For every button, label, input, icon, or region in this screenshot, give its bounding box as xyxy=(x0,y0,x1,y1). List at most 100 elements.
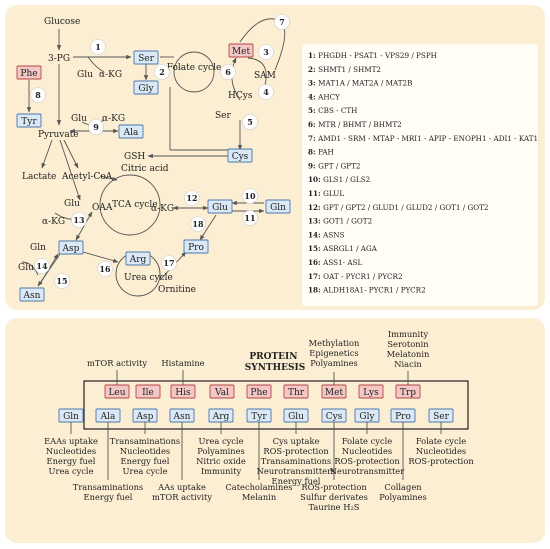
nonessential-cys: Cys xyxy=(321,408,347,423)
nonessential-tyr: Tyr xyxy=(246,408,272,423)
nonessential-arg: Arg xyxy=(208,408,234,423)
folate-cycle-label: Folate cycle xyxy=(167,63,222,73)
svg-text:Pro: Pro xyxy=(395,412,411,422)
glu-label-1: Glu xyxy=(77,70,93,80)
enzyme-legend-item: 11: GLUL xyxy=(308,189,344,198)
box-ala: Ala xyxy=(118,124,144,139)
svg-text:Ser: Ser xyxy=(433,412,449,422)
enzyme-legend-item: 17: OAT - PYCR1 / PYCR2 xyxy=(308,272,403,281)
title-line-2: SYNTHESIS xyxy=(245,363,305,373)
title-line-1: PROTEIN xyxy=(249,352,297,362)
urea-cycle-label: Urea cycle xyxy=(124,273,173,283)
ser-text-label: Ser xyxy=(215,111,231,121)
box-asn: Asn xyxy=(19,287,45,302)
svg-text:Ala: Ala xyxy=(100,412,116,422)
essential-his: His xyxy=(170,384,196,399)
enzyme-legend-item: 15: ASRGL1 / AGA xyxy=(308,244,378,253)
akg-tca-label: α-KG xyxy=(151,204,174,214)
svg-text:6: 6 xyxy=(225,67,231,77)
box-pro: Pro xyxy=(183,239,209,254)
svg-text:17: 17 xyxy=(163,258,174,268)
essential-thr: Thr xyxy=(283,384,309,399)
svg-text:10: 10 xyxy=(244,191,256,201)
citric-acid-label: Citric acid xyxy=(121,164,169,174)
glu-label-3: Glu xyxy=(64,199,80,209)
svg-text:His: His xyxy=(175,388,191,398)
enzyme-legend-item: 8: PAH xyxy=(308,148,334,157)
enzyme-marker-7: 7 xyxy=(274,14,290,30)
enzyme-marker-17: 17 xyxy=(161,255,177,271)
protein-synthesis-title: PROTEIN SYNTHESIS xyxy=(245,352,305,373)
nonessential-pro: Pro xyxy=(390,408,416,423)
svg-text:Lys: Lys xyxy=(363,388,379,398)
box-tyr: Tyr xyxy=(16,113,42,128)
svg-text:7: 7 xyxy=(279,17,285,27)
enzyme-marker-4: 4 xyxy=(258,84,274,100)
annotation-his: Histamine xyxy=(161,358,204,368)
nonessential-asp: Asp xyxy=(132,408,158,423)
box-phe: Phe xyxy=(16,65,42,80)
essential-val: Val xyxy=(209,384,235,399)
tca-cycle-label: TCA cycle xyxy=(112,200,158,210)
svg-text:Glu: Glu xyxy=(288,412,304,422)
svg-text:1: 1 xyxy=(95,42,101,52)
svg-text:Phe: Phe xyxy=(250,388,267,398)
bottom-panel xyxy=(5,318,545,543)
box-met: Met xyxy=(228,43,254,58)
svg-text:16: 16 xyxy=(99,264,111,274)
svg-text:Asp: Asp xyxy=(136,412,154,422)
svg-text:Trp: Trp xyxy=(400,388,416,398)
svg-text:5: 5 xyxy=(247,117,253,127)
enzyme-marker-15: 15 xyxy=(54,273,70,289)
glu-label-2: Glu xyxy=(71,114,87,124)
svg-text:15: 15 xyxy=(56,276,67,286)
lactate-label: Lactate xyxy=(22,172,56,182)
svg-text:Cys: Cys xyxy=(326,412,343,422)
nonessential-glu: Glu xyxy=(283,408,309,423)
enzyme-marker-10: 10 xyxy=(242,188,258,204)
svg-text:Asn: Asn xyxy=(173,412,191,422)
enzyme-legend-item: 6: MTR / BHMT / BHMT2 xyxy=(308,120,402,129)
enzyme-marker-8: 8 xyxy=(30,87,46,103)
box-gln: Gln xyxy=(265,199,291,214)
enzyme-marker-12: 12 xyxy=(184,190,200,206)
svg-text:Leu: Leu xyxy=(108,388,125,398)
svg-text:Val: Val xyxy=(214,388,229,398)
protein-synthesis-frame xyxy=(83,380,469,430)
svg-text:Ser: Ser xyxy=(138,54,154,64)
essential-phe: Phe xyxy=(246,384,272,399)
essential-met: Met xyxy=(321,384,347,399)
annotation-leu: mTOR activity xyxy=(87,358,147,368)
enzyme-marker-6: 6 xyxy=(220,64,236,80)
oaa-label: OAA xyxy=(92,203,113,213)
enzyme-legend-item: 18: ALDH18A1- PYCR1 / PYCR2 xyxy=(308,286,426,295)
enzyme-legend-item: 10: GLS1 / GLS2 xyxy=(308,175,370,184)
glu-label-4: Glu xyxy=(18,263,34,273)
hcys-label: HCys xyxy=(228,91,253,101)
enzyme-marker-16: 16 xyxy=(97,261,113,277)
enzyme-legend-item: 3: MAT1A / MAT2A / MAT2B xyxy=(308,79,412,88)
svg-text:Arg: Arg xyxy=(129,255,147,265)
nonessential-gln: Gln xyxy=(58,408,84,423)
nonessential-amino-acids-row: Gln Ala Asp Asn Arg Tyr Glu Cys Gly Pro Ser xyxy=(58,408,454,423)
enzyme-marker-3: 3 xyxy=(258,44,274,60)
svg-text:Met: Met xyxy=(325,388,344,398)
enzyme-legend-item: 7: AMD1 - SRM - MTAP - MRI1 - APIP - ENO… xyxy=(308,134,538,143)
svg-text:12: 12 xyxy=(186,193,197,203)
svg-text:Glu: Glu xyxy=(212,203,228,213)
gsh-label: GSH xyxy=(124,152,145,162)
nonessential-gly: Gly xyxy=(354,408,380,423)
akg-label-1: α-KG xyxy=(99,70,122,80)
gln-label-1: Gln xyxy=(30,243,46,253)
enzyme-marker-2: 2 xyxy=(154,64,170,80)
